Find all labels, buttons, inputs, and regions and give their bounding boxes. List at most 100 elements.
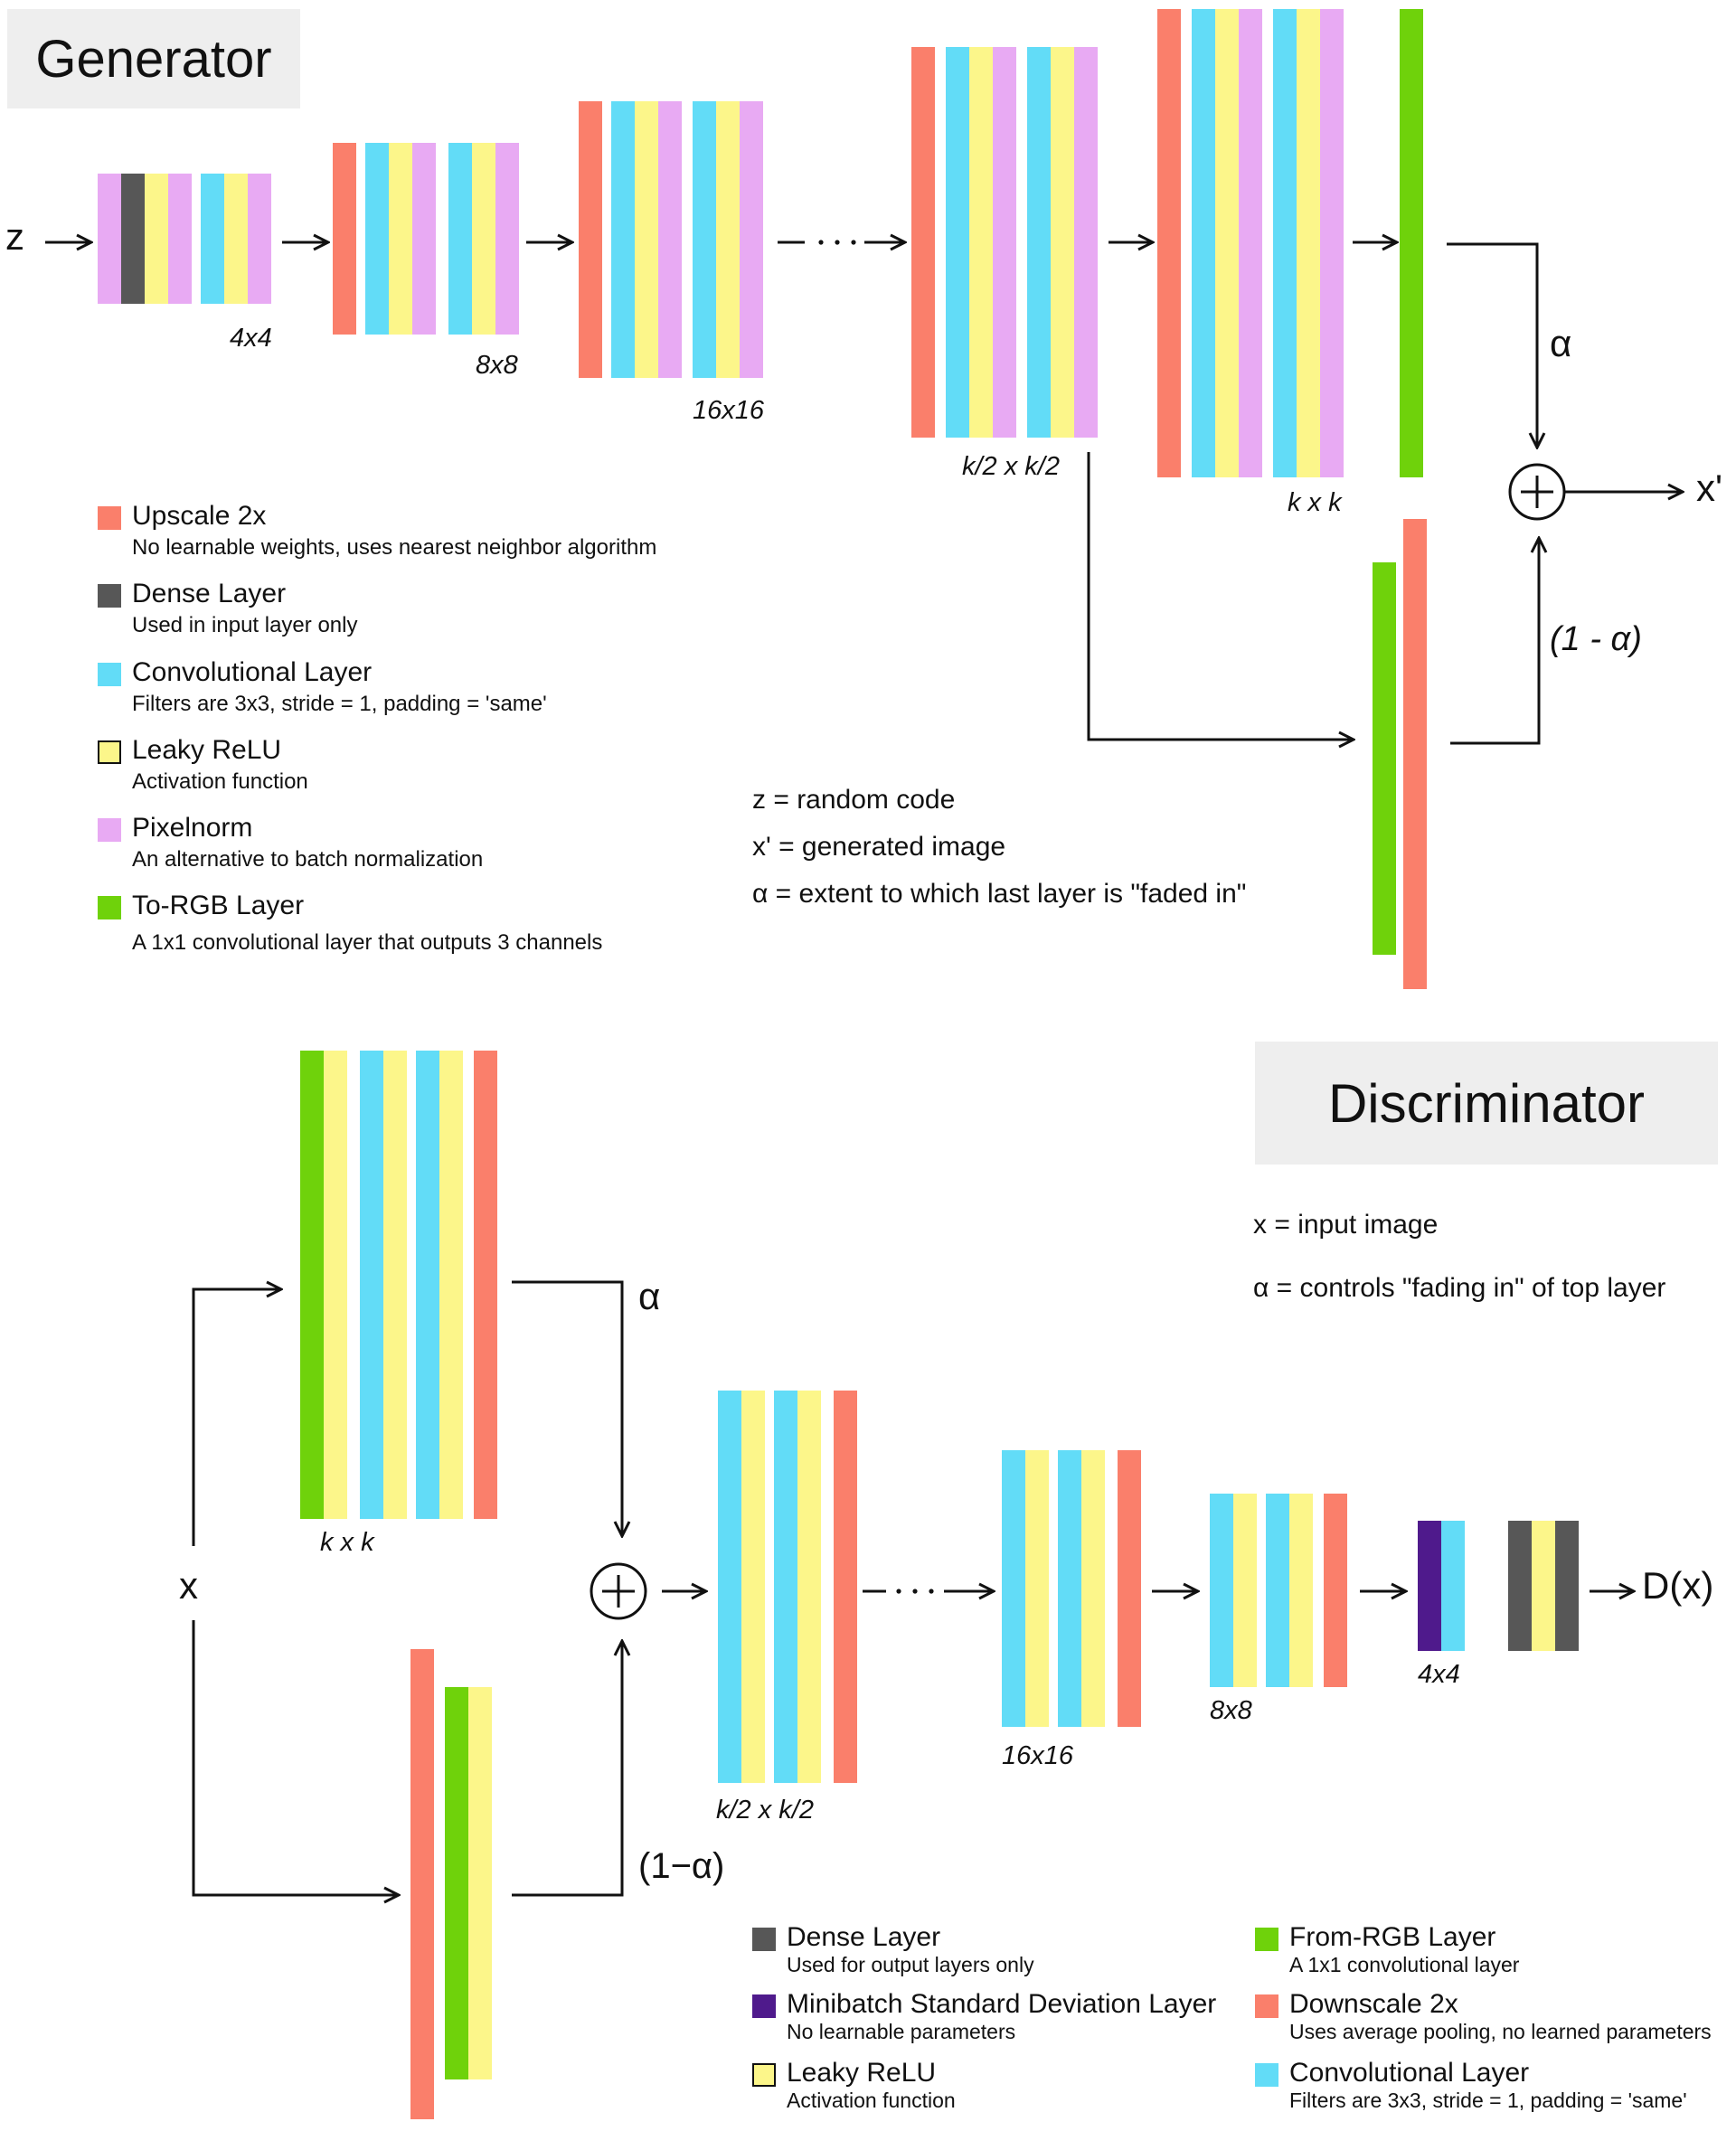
dense-layer-bar: [1508, 1521, 1532, 1651]
disc-dim-4x4: 4x4: [1418, 1660, 1460, 1689]
disc-block-khalf-b: [774, 1391, 821, 1783]
conv-layer-bar: [774, 1391, 797, 1783]
pixelnorm-layer-bar: [495, 143, 519, 335]
gen-to-rgb-top: [1400, 9, 1423, 477]
gen-block-8x8-a: [333, 143, 356, 335]
gen-block-16x16-b: [611, 101, 682, 378]
pixelnorm-layer-bar: [1074, 47, 1098, 438]
pixelnorm-layer-bar: [740, 101, 763, 378]
conv-layer-bar: [1266, 1494, 1289, 1687]
gen-block-8x8-b: [365, 143, 436, 335]
rgb-layer-bar: [300, 1051, 324, 1519]
gen-note-z: z = random code: [752, 785, 956, 815]
discriminator-alpha-label: α: [638, 1275, 661, 1317]
disc-block-k-b: [360, 1051, 407, 1519]
upscale-layer-bar: [410, 1649, 434, 2119]
gen-dim-k-half: k/2 x k/2: [962, 452, 1060, 481]
conv-layer-bar: [946, 47, 969, 438]
disc-top-to-sum: [512, 1280, 622, 1535]
disc-block-16x16-a: [1002, 1450, 1049, 1727]
conv-layer-bar: [1058, 1450, 1081, 1727]
upscale-layer-bar: [1403, 519, 1427, 989]
relu-layer-bar: [1297, 9, 1320, 477]
relu-swatch: [752, 2063, 776, 2087]
pixelnorm-layer-bar: [993, 47, 1016, 438]
rgb-layer-bar: [1400, 9, 1423, 477]
relu-layer-bar: [1289, 1494, 1313, 1687]
disc-skip-from-rgb: [445, 1687, 492, 2079]
conv-layer-bar: [1002, 1450, 1025, 1727]
relu-layer-bar: [468, 1687, 492, 2079]
disc-block-8x8-a: [1210, 1494, 1257, 1687]
gen-block-4x4-b: [201, 174, 271, 304]
legend-name: From-RGB Layer: [1289, 1922, 1496, 1952]
relu-layer-bar: [635, 101, 658, 378]
relu-layer-bar: [797, 1391, 821, 1783]
relu-layer-bar: [716, 101, 740, 378]
conv-layer-bar: [718, 1391, 741, 1783]
gen-block-4x4-a: [98, 174, 192, 304]
conv-layer-bar: [360, 1051, 383, 1519]
legend-desc: No learnable parameters: [787, 2020, 1016, 2043]
gen-block-khalf-b: [946, 47, 1016, 438]
gen-note-x-prime: x' = generated image: [752, 832, 1006, 862]
legend-desc: Activation function: [132, 769, 308, 794]
relu-layer-bar: [969, 47, 993, 438]
legend-desc: A 1x1 convolutional layer that outputs 3…: [132, 930, 603, 955]
connectors: [45, 240, 1682, 1895]
gen-block-16x16-a: [579, 101, 602, 378]
disc-block-k-c: [416, 1051, 463, 1519]
relu-layer-bar: [1215, 9, 1239, 477]
upscale-swatch: [98, 506, 121, 530]
gen-block-8x8-c: [448, 143, 519, 335]
upscale-layer-bar: [333, 143, 356, 335]
pixelnorm-swatch: [98, 818, 121, 842]
legend-desc: Activation function: [787, 2089, 956, 2112]
legend-desc: Used for output layers only: [787, 1953, 1034, 1976]
gen-block-khalf-c: [1027, 47, 1098, 438]
generator-one-minus-alpha-label: (1 - α): [1550, 620, 1642, 658]
legend-name: Dense Layer: [787, 1922, 941, 1952]
disc-ellipsis: [896, 1589, 934, 1594]
discriminator-one-minus-alpha-label: (1−α): [638, 1846, 725, 1886]
rgb-layer-bar: [1373, 562, 1396, 955]
relu-layer-bar: [1081, 1450, 1105, 1727]
generator-output-x-prime: x': [1696, 467, 1723, 509]
gen-block-k-c: [1273, 9, 1344, 477]
legend-desc: Uses average pooling, no learned paramet…: [1289, 2020, 1712, 2043]
gen-skip-to-sum: [1450, 539, 1539, 745]
legend-name: Downscale 2x: [1289, 1989, 1458, 2019]
ellipsis-dot: [835, 240, 840, 245]
conv-swatch: [1255, 2063, 1278, 2087]
minibatch-swatch: [752, 1994, 776, 2018]
legend-desc: An alternative to batch normalization: [132, 847, 484, 872]
from-rgb-swatch: [1255, 1928, 1278, 1951]
ellipsis-dot: [818, 240, 824, 245]
plus-sign: [602, 1575, 635, 1608]
disc-block-k-down: [474, 1051, 497, 1519]
legend-name: Convolutional Layer: [132, 657, 373, 687]
disc-block-khalf-a: [718, 1391, 765, 1783]
discriminator-input-x: x: [179, 1564, 198, 1607]
legend-name: Leaky ReLU: [787, 2058, 937, 2088]
pixelnorm-layer-bar: [1239, 9, 1262, 477]
legend-name: To-RGB Layer: [132, 891, 305, 920]
legend-name: Convolutional Layer: [1289, 2058, 1530, 2088]
legend-name: Upscale 2x: [132, 501, 267, 531]
disc-block-16x16-b: [1058, 1450, 1105, 1727]
dense-swatch: [98, 584, 121, 608]
minibatch-layer-bar: [1418, 1521, 1441, 1651]
gen-dim-k: k x k: [1288, 488, 1342, 517]
conv-layer-bar: [416, 1051, 439, 1519]
upscale-layer-bar: [579, 101, 602, 378]
gen-dim-8x8: 8x8: [476, 351, 518, 380]
conv-layer-bar: [1441, 1521, 1465, 1651]
generator-alpha-label: α: [1550, 322, 1572, 364]
gen-skip-branch: [1087, 452, 1353, 740]
relu-layer-bar: [1532, 1521, 1555, 1651]
relu-layer-bar: [439, 1051, 463, 1519]
disc-block-khalf-down: [834, 1391, 857, 1783]
legend-desc: Filters are 3x3, stride = 1, padding = '…: [132, 692, 547, 716]
gen-upscale-skip: [1403, 519, 1427, 989]
